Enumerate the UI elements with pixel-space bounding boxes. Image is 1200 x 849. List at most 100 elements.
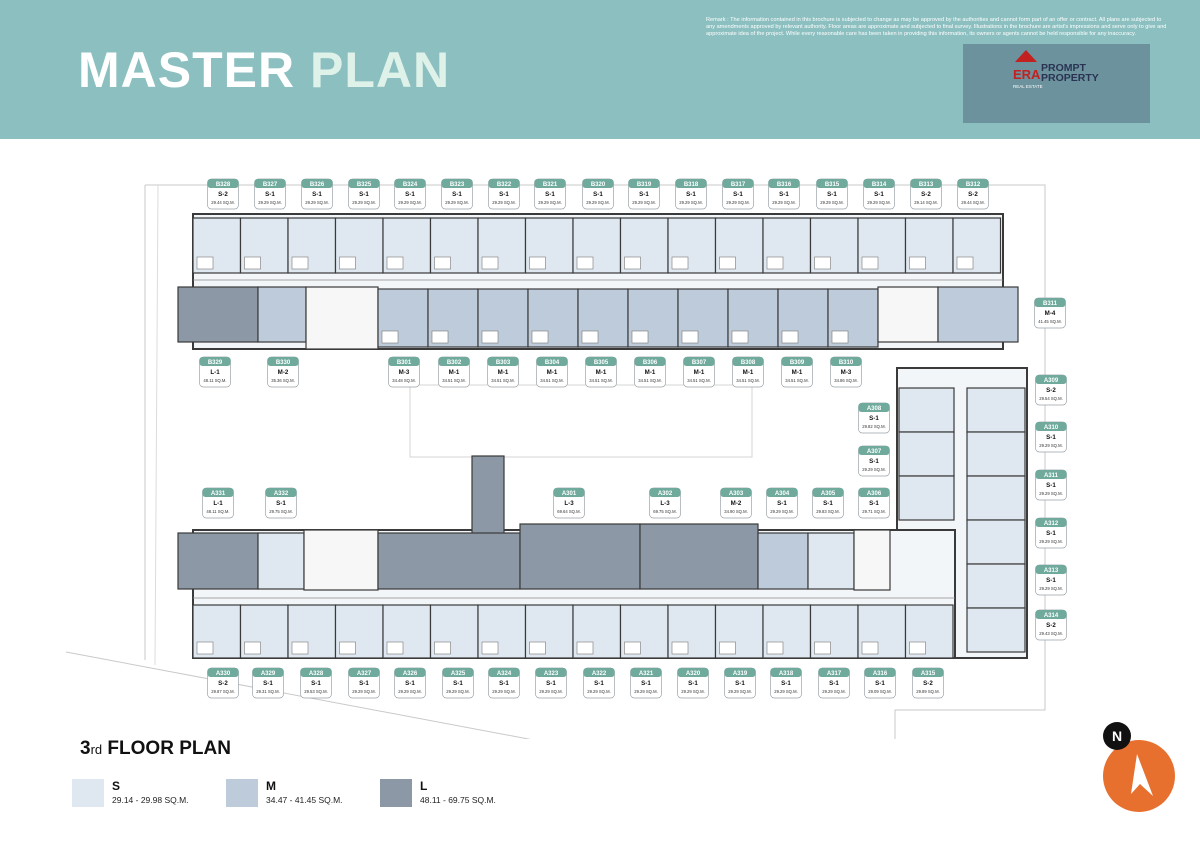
bathroom [671,256,689,270]
unit-tag-header [957,179,989,188]
unit-tag-header [766,488,798,497]
bathroom [386,256,404,270]
unit-area: 29.44 SQ.M. [961,200,985,205]
unit-m-room [477,288,529,348]
logo-era-text: ERA [1013,67,1041,82]
north-compass-icon: N [1103,722,1175,812]
unit-s-room [257,532,305,590]
unit-type: S-1 [453,680,463,687]
unit-id: B328 [216,182,231,188]
disclaimer-remark: Remark : The information contained in th… [706,17,1167,38]
unit-id: A308 [867,406,882,412]
legend-code-l: L [420,779,428,793]
unit-area: 29.29 SQ.M. [587,689,611,694]
unit-type: M-1 [645,369,656,376]
unit-area: 29.29 SQ.M. [1039,443,1063,448]
unit-area: 34.51 SQ.M. [442,378,466,383]
unit-type: S-1 [263,680,273,687]
unit-s-room [966,519,1026,565]
unit-area: 29.29 SQ.M. [398,689,422,694]
unit-id: A317 [827,671,842,677]
legend-swatch-s [72,779,104,807]
unit-tag-header [1035,518,1067,527]
unit-id: A331 [211,491,226,497]
unit-id: A330 [216,671,231,677]
unit-id: A313 [1044,568,1059,574]
unit-area: 29.83 SQ.M. [816,509,840,514]
unit-tag-header [858,488,890,497]
legend-code-s: S [112,779,121,793]
unit-tag-header [207,668,239,677]
unit-type: S-2 [218,680,228,687]
unit-type: M-2 [731,500,742,507]
unit-type: M-1 [596,369,607,376]
unit-tag-header [864,668,896,677]
unit-area: 29.29 SQ.M. [258,200,282,205]
unit-tag-header [830,357,862,366]
unit-tag-header [252,668,284,677]
unit-id: A301 [562,491,577,497]
unit-m-room [937,286,1019,343]
bathroom [719,256,736,270]
unit-tag-header [265,488,297,497]
unit-tag-header [534,179,566,188]
unit-id: A318 [779,671,794,677]
unit-tag-header [300,668,332,677]
unit-id: B322 [497,182,512,188]
stair-core [853,529,891,591]
unit-type: S-1 [639,191,649,198]
unit-area: 29.29 SQ.M. [726,200,750,205]
stair-lift-core [303,529,379,591]
unit-l-room [519,523,641,590]
unit-area: 29.29 SQ.M. [539,689,563,694]
unit-area: 48.11 SQ.M. [203,378,226,383]
unit-area: 29.29 SQ.M. [305,200,329,205]
unit-type: S-2 [968,191,978,198]
unit-id: B329 [208,360,223,366]
unit-id: A303 [729,491,744,497]
unit-tag-header [1034,298,1066,307]
unit-tag-header [582,179,614,188]
unit-id: B313 [919,182,934,188]
unit-type: S-1 [869,500,879,507]
unit-tag-header [267,357,299,366]
logo-prompt-text: PROMPT [1041,62,1086,74]
legend-range-s: 29.14 - 29.98 SQ.M. [112,795,189,805]
bathroom [581,330,599,344]
unit-tag-header [583,668,615,677]
unit-type: S-1 [875,680,885,687]
unit-type: S-1 [869,458,879,465]
unit-id: B317 [731,182,746,188]
floor-label: FLOOR PLAN [107,738,231,759]
unit-type: S-1 [405,680,415,687]
unit-s-room [966,563,1026,609]
unit-area: 29.29 SQ.M. [770,509,794,514]
bathroom [814,256,831,270]
unit-area: 29.87 SQ.M. [211,689,235,694]
unit-area: 29.14 SQ.M. [914,200,938,205]
bathroom [831,330,849,344]
unit-id: B302 [447,360,462,366]
bathroom [339,256,356,270]
unit-id: B315 [825,182,840,188]
unit-id: B318 [684,182,699,188]
unit-area: 29.43 SQ.M. [1039,631,1063,636]
